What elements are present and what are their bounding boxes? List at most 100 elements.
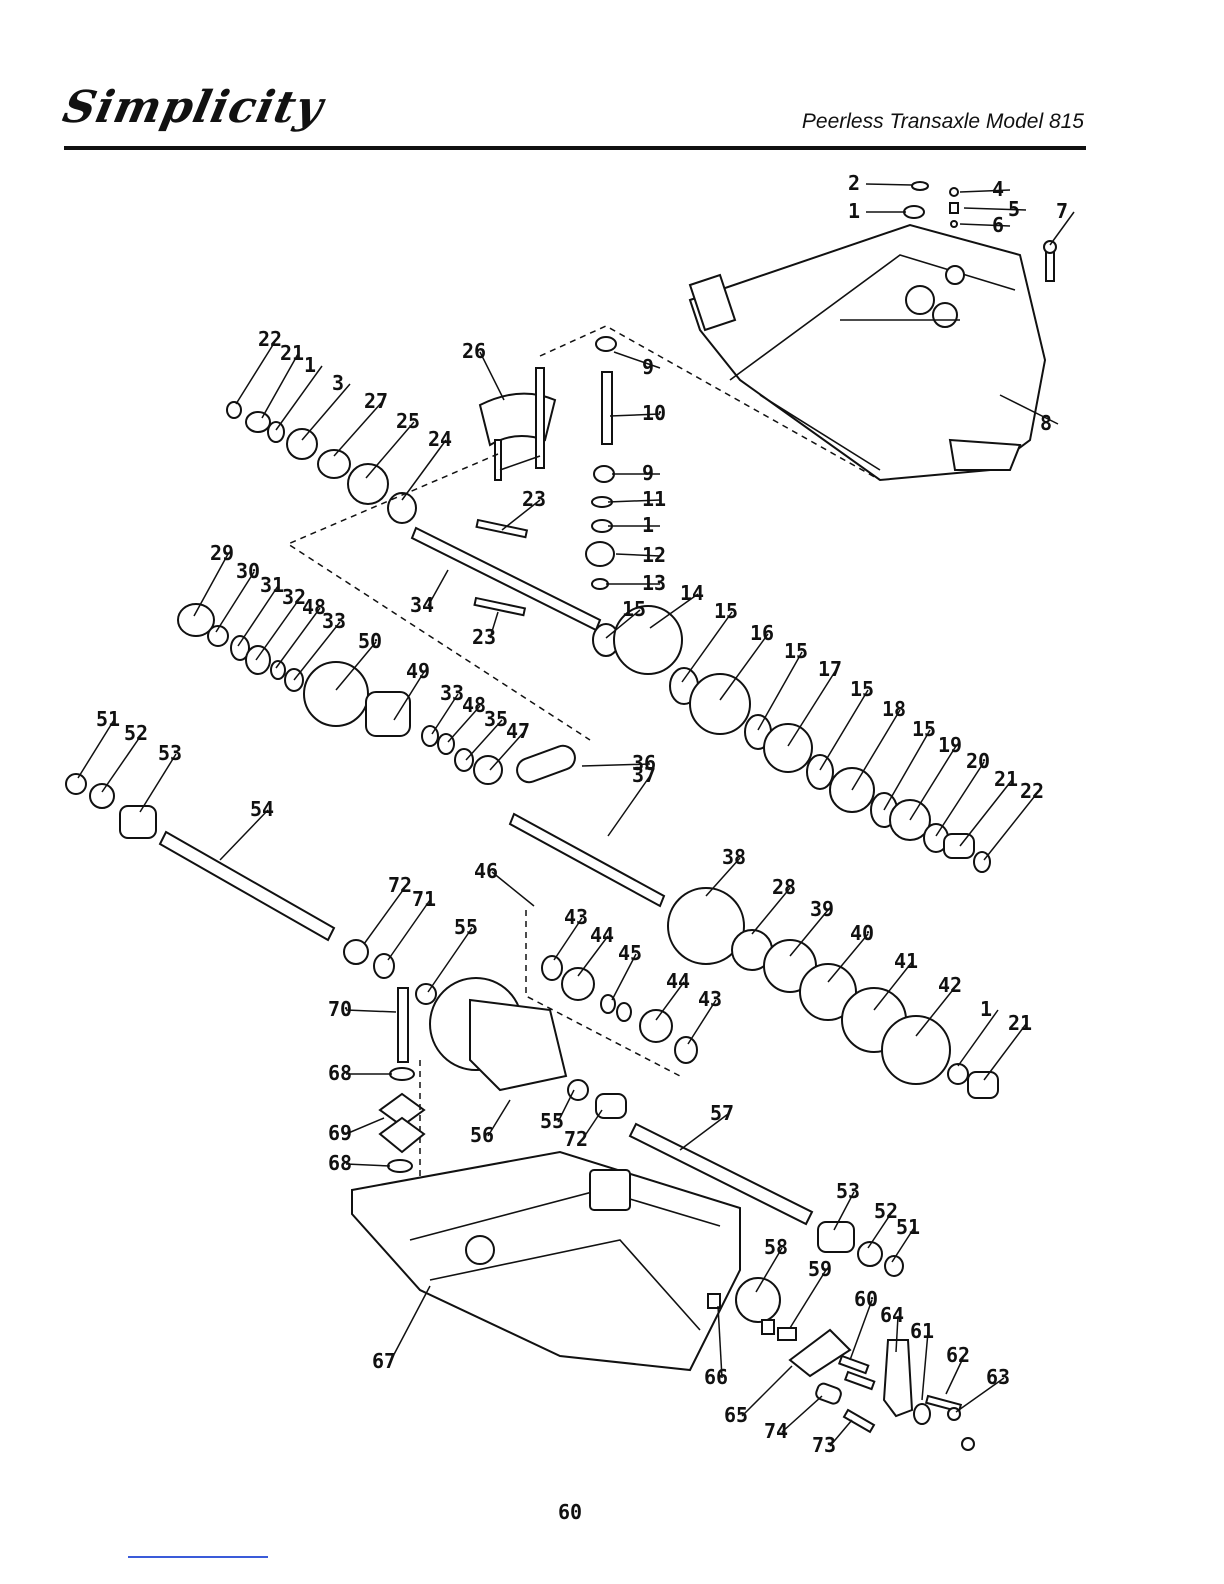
part-callout-label: 11 <box>642 487 666 511</box>
lower-case <box>351 1150 741 1372</box>
leader-line <box>957 1009 999 1067</box>
part-callout-label: 51 <box>96 707 120 731</box>
leader-line <box>849 1299 873 1361</box>
part-callout-label: 9 <box>642 461 654 485</box>
part-callout-label: 15 <box>622 597 646 621</box>
part-callout-label: 40 <box>850 921 874 945</box>
part-callout-label: 19 <box>938 733 962 757</box>
upper-housing <box>688 223 1047 482</box>
leader-line <box>679 1113 729 1151</box>
leader-line <box>829 1419 853 1447</box>
leader-line <box>827 933 869 983</box>
part-callout-label: 7 <box>1056 199 1068 223</box>
part-callout-label: 69 <box>328 1121 352 1145</box>
leader-line <box>261 353 299 419</box>
part-callout-label: 9 <box>642 355 654 379</box>
part-callout-label: 29 <box>210 541 234 565</box>
part-callout-label: 53 <box>836 1179 860 1203</box>
part-callout-label: 52 <box>874 1199 898 1223</box>
leader-line <box>275 365 323 431</box>
part-callout-label: 17 <box>818 657 842 681</box>
part-callout-label: 54 <box>250 797 274 821</box>
part-callout-label: 15 <box>912 717 936 741</box>
header-rule <box>64 146 1086 150</box>
part-callout-label: 46 <box>474 859 498 883</box>
part-callout-label: 33 <box>440 681 464 705</box>
part-callout-label: 39 <box>810 897 834 921</box>
part-callout-label: 16 <box>750 621 774 645</box>
part-callout-label: 72 <box>564 1127 588 1151</box>
part-callout-label: 71 <box>412 887 436 911</box>
leader-line <box>819 689 869 771</box>
leader-line <box>77 719 115 779</box>
part-callout-label: 50 <box>358 629 382 653</box>
leader-line <box>605 609 641 639</box>
footer-rule <box>128 1556 268 1558</box>
leader-line <box>465 719 503 761</box>
leader-line <box>705 857 741 897</box>
part-callout-label: 34 <box>410 593 434 617</box>
part-callout-label: 60 <box>854 1287 878 1311</box>
part-callout-label: 12 <box>642 543 666 567</box>
part-callout-label: 15 <box>714 599 738 623</box>
leader-line <box>833 1191 855 1231</box>
leader-line <box>553 917 583 961</box>
part-callout-label: 1 <box>848 199 860 223</box>
leader-line <box>365 421 415 479</box>
part-callout-label: 43 <box>698 987 722 1011</box>
leader-line <box>363 885 407 945</box>
part-callout-label: 58 <box>764 1235 788 1259</box>
part-callout-label: 14 <box>680 581 704 605</box>
part-callout-label: 21 <box>1008 1011 1032 1035</box>
leader-line <box>959 779 1013 847</box>
leader-line <box>751 887 791 935</box>
part-callout-label: 26 <box>462 339 486 363</box>
leader-line <box>613 351 661 369</box>
leader-line <box>983 791 1039 861</box>
part-callout-label: 44 <box>666 969 690 993</box>
leader-line <box>649 593 699 629</box>
part-callout-label: 68 <box>328 1151 352 1175</box>
leader-line <box>427 927 473 993</box>
leader-line <box>787 669 837 747</box>
part-callout-label: 62 <box>946 1343 970 1367</box>
leader-line <box>741 1365 793 1417</box>
part-callout-label: 25 <box>396 409 420 433</box>
part-callout-label: 51 <box>896 1215 920 1239</box>
right-axle <box>628 1122 904 1277</box>
part-callout-label: 43 <box>564 905 588 929</box>
leader-line <box>345 1117 385 1135</box>
leader-line <box>959 223 1011 227</box>
leader-line <box>389 1285 431 1363</box>
part-callout-label: 28 <box>772 875 796 899</box>
leader-line <box>921 1331 929 1401</box>
leader-line <box>479 351 505 401</box>
leader-line <box>719 633 769 701</box>
part-callout-label: 30 <box>236 559 260 583</box>
leader-line <box>387 899 431 961</box>
leader-line <box>935 761 985 837</box>
leader-line <box>781 1395 823 1433</box>
leader-line <box>983 1023 1027 1081</box>
leader-line <box>1049 211 1075 246</box>
part-callout-label: 8 <box>1040 411 1052 435</box>
part-callout-label: 45 <box>618 941 642 965</box>
leader-line <box>609 413 661 417</box>
leader-line <box>681 611 733 683</box>
leader-line <box>655 981 685 1021</box>
leader-line <box>577 935 609 977</box>
left-gear-stack <box>177 603 576 785</box>
main-shaft <box>226 401 602 632</box>
part-callout-label: 53 <box>158 741 182 765</box>
part-callout-label: 21 <box>280 341 304 365</box>
leader-line <box>235 339 277 405</box>
part-callout-label: 38 <box>722 845 746 869</box>
leader-line <box>275 607 321 669</box>
model-title: Peerless Transaxle Model 815 <box>801 110 1084 133</box>
leader-line <box>607 499 661 503</box>
part-callout-label: 3 <box>332 371 344 395</box>
leader-line <box>909 745 957 821</box>
leader-line <box>963 207 1027 211</box>
part-callout-label: 59 <box>808 1257 832 1281</box>
part-callout-label: 1 <box>980 997 992 1021</box>
